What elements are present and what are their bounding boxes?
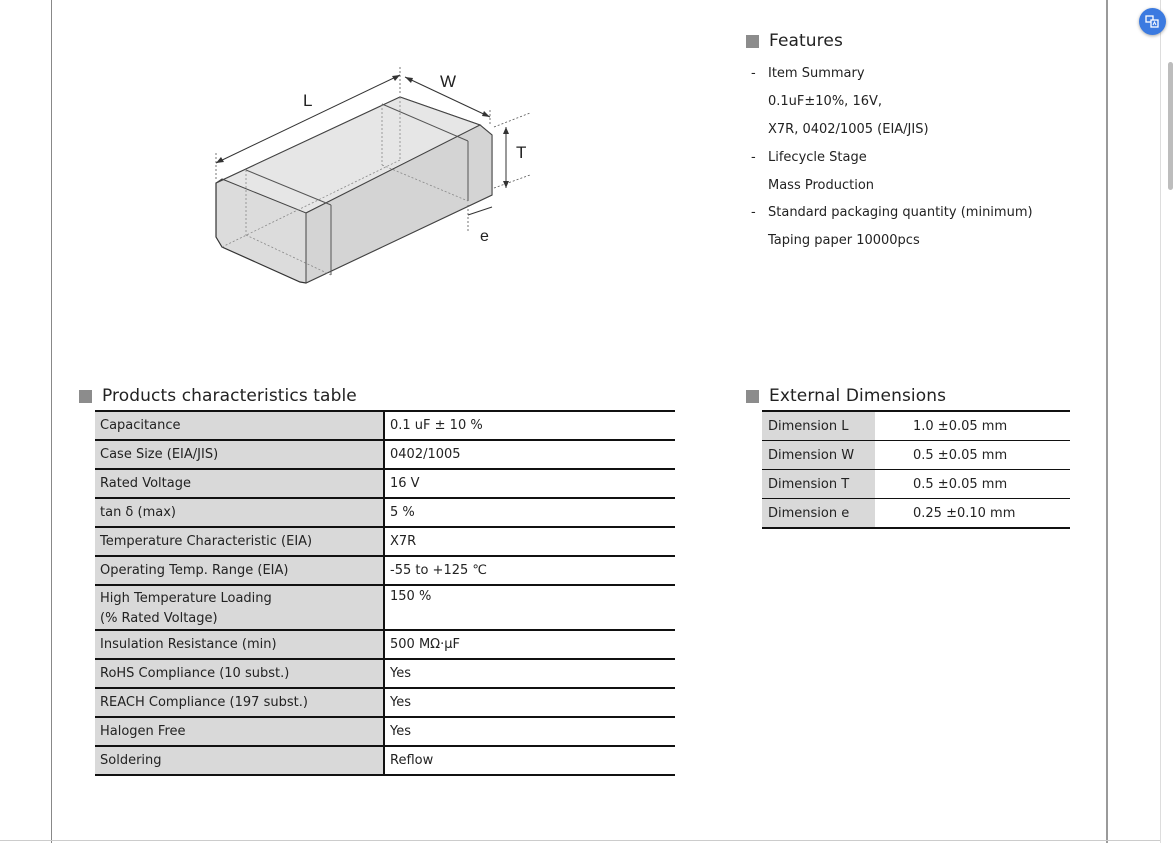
row-value: 0402/1005 <box>384 439 675 470</box>
features-item: 0.1uF±10%, 16V, <box>748 88 1078 116</box>
table-row: Temperature Characteristic (EIA)X7R <box>95 526 675 557</box>
features-item: -Lifecycle Stage <box>748 143 1078 171</box>
table-row: Operating Temp. Range (EIA)-55 to +125 ℃ <box>95 555 675 586</box>
translate-icon <box>1145 15 1159 28</box>
dim-label: Dimension e <box>762 498 875 529</box>
features-item: Mass Production <box>748 171 1078 199</box>
page-border-right <box>1106 0 1108 843</box>
features-item-text: 0.1uF±10%, 16V, <box>768 94 883 110</box>
features-title: Features <box>769 31 843 51</box>
row-value: Yes <box>384 658 675 689</box>
row-value: 150 % <box>384 584 675 631</box>
dim-value: 0.5 ±0.05 mm <box>875 469 1070 499</box>
features-item-text: Lifecycle Stage <box>768 149 867 165</box>
floating-translate-button[interactable] <box>1139 8 1166 35</box>
features-item-text: Mass Production <box>768 177 875 193</box>
row-label: High Temperature Loading (% Rated Voltage… <box>95 584 385 631</box>
dimensions-heading: External Dimensions <box>746 386 946 406</box>
row-label: Capacitance <box>95 410 385 441</box>
products-heading: Products characteristics table <box>79 386 357 406</box>
scrollbar-track[interactable] <box>1160 0 1174 843</box>
row-label: REACH Compliance (197 subst.) <box>95 687 385 718</box>
features-item-text: Taping paper 10000pcs <box>768 233 920 249</box>
features-item: X7R, 0402/1005 (EIA/JIS) <box>748 116 1078 144</box>
section-square-icon <box>746 389 759 403</box>
row-label: Soldering <box>95 745 385 776</box>
row-label: Temperature Characteristic (EIA) <box>95 526 385 557</box>
row-label: Case Size (EIA/JIS) <box>95 439 385 470</box>
scrollbar-thumb[interactable] <box>1168 62 1173 190</box>
row-value: 5 % <box>384 497 675 528</box>
section-square-icon <box>79 389 92 403</box>
dash-icon: - <box>751 205 756 221</box>
table-row: High Temperature Loading (% Rated Voltage… <box>95 584 675 631</box>
features-item-text: Standard packaging quantity (minimum) <box>768 205 1033 221</box>
features-item-text: X7R, 0402/1005 (EIA/JIS) <box>768 121 929 137</box>
table-row: RoHS Compliance (10 subst.)Yes <box>95 658 675 689</box>
dim-value: 0.25 ±0.10 mm <box>875 498 1070 529</box>
row-value: Yes <box>384 716 675 747</box>
row-label: Operating Temp. Range (EIA) <box>95 555 385 586</box>
features-heading: Features <box>746 31 843 51</box>
section-square-icon <box>746 34 759 48</box>
row-value: 16 V <box>384 468 675 499</box>
dash-icon: - <box>751 149 756 165</box>
features-list: -Item Summary 0.1uF±10%, 16V, X7R, 0402/… <box>748 60 1078 255</box>
features-item: -Item Summary <box>748 60 1078 88</box>
dimensions-title: External Dimensions <box>769 386 947 406</box>
dim-value: 0.5 ±0.05 mm <box>875 440 1070 470</box>
row-label: RoHS Compliance (10 subst.) <box>95 658 385 689</box>
table-row: tan δ (max)5 % <box>95 497 675 528</box>
dim-label: Dimension W <box>762 440 875 470</box>
label-W: W <box>440 72 456 91</box>
row-value: -55 to +125 ℃ <box>384 555 675 586</box>
table-row: Case Size (EIA/JIS)0402/1005 <box>95 439 675 470</box>
table-row: REACH Compliance (197 subst.)Yes <box>95 687 675 718</box>
label-e: e <box>480 228 489 245</box>
dash-icon: - <box>751 66 756 82</box>
dim-label: Dimension T <box>762 469 875 499</box>
row-value: 500 MΩ·μF <box>384 629 675 660</box>
products-title: Products characteristics table <box>102 386 357 406</box>
capacitor-dimension-diagram: L W T e <box>215 67 531 284</box>
label-L: L <box>303 91 312 110</box>
label-T: T <box>516 143 526 162</box>
page-bottom-divider <box>0 840 1174 841</box>
row-label: Halogen Free <box>95 716 385 747</box>
page-border-left <box>51 0 52 843</box>
row-label-line2: (% Rated Voltage) <box>100 611 218 626</box>
row-value: X7R <box>384 526 675 557</box>
row-label: Rated Voltage <box>95 468 385 499</box>
features-item-text: Item Summary <box>768 66 865 82</box>
row-value: Reflow <box>384 745 675 776</box>
table-row: Insulation Resistance (min)500 MΩ·μF <box>95 629 675 660</box>
row-label-line1: High Temperature Loading <box>100 591 272 606</box>
dim-value: 1.0 ±0.05 mm <box>875 410 1070 441</box>
row-value: 0.1 uF ± 10 % <box>384 410 675 441</box>
row-label: tan δ (max) <box>95 497 385 528</box>
dim-label: Dimension L <box>762 410 875 441</box>
row-label: Insulation Resistance (min) <box>95 629 385 660</box>
row-value: Yes <box>384 687 675 718</box>
features-item: Taping paper 10000pcs <box>748 227 1078 255</box>
features-item: -Standard packaging quantity (minimum) <box>748 199 1078 227</box>
